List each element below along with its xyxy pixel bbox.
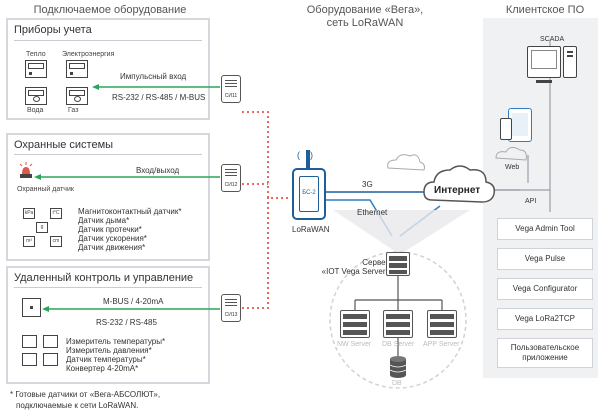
server-cluster-circle [329,251,467,389]
sensor-smoke: Датчик дыма* [78,216,130,225]
temperature-sensor-icon [22,353,37,366]
left-column-title: Подключаемое оборудование [33,4,187,16]
remote-sensor-temperature-meter: Измеритель температуры* [66,337,166,346]
io-label: Вход/выход [136,166,180,175]
sensor-leak: Датчик протечки* [78,225,142,234]
green-arrowhead-remote [42,306,49,312]
red-link-si13 [242,198,269,309]
meter-label-heat: Тепло [26,51,46,58]
impulse-input-label: Импульсный вход [120,72,187,81]
scada-tower-icon [563,46,577,78]
panel-security-divider [14,154,202,155]
chip-cm: cm [50,236,62,247]
gas-meter-icon [66,87,88,105]
heat-meter-icon [25,60,47,78]
device-si13: СИ13 [221,294,241,322]
alarm-sensor-label: Охранный датчик [17,186,74,193]
converter-icon [43,353,58,366]
panel-remote-title: Удаленный контроль и управление [14,272,194,284]
remote-sensor-pressure-meter: Измеритель давления* [66,346,152,355]
gateway-label: LoRaWAN [292,225,330,234]
meter-label-gas: Газ [68,107,79,114]
gateway-bs2: БС-2 [292,168,326,220]
server-label-line1: Сервер [362,258,390,267]
temperature-meter-icon [22,335,37,348]
app-vega-lora2tcp: Vega LoRa2TCP [497,308,593,330]
middle-title-line1: Оборудование «Вега», [306,4,424,16]
green-arrowhead-security [34,174,41,180]
app-custom: Пользовательское приложение [497,338,593,368]
app-vega-pulse: Vega Pulse [497,248,593,270]
web-label: Web [505,164,520,171]
signal-waves-icon: ( ) [297,150,313,160]
database-label: DB [392,380,402,387]
remote-bus-label2: RS-232 / RS-485 [96,318,157,327]
panel-metering [6,18,210,120]
device-si12: СИ12 [221,164,241,192]
panel-metering-title: Приборы учета [14,24,92,36]
electricity-meter-icon [66,60,88,78]
database-icon [389,356,407,378]
chip-m3: m³ [23,236,35,247]
red-link-si11 [242,111,290,199]
chip-temperature: t°C [50,208,62,219]
link-3g-label: 3G [362,180,373,189]
app-vega-configurator: Vega Configurator [497,278,593,300]
deco-cloud-left [387,154,425,171]
meter-label-electricity: Электроэнергия [62,51,115,58]
remote-sensor-temperature: Датчик температуры* [66,355,146,364]
db-server-label: DB Server [382,341,415,348]
chip-kpa: kPa [23,208,35,219]
app-vega-admin-tool: Vega Admin Tool [497,218,593,240]
nw-server-box [340,310,370,338]
panel-remote-divider [14,287,202,288]
link-ethernet-label: Ethernet [357,208,388,217]
footnote-line2: подключаемые к сети LoRaWAN. [16,401,139,410]
scada-monitor-icon [527,46,561,78]
gateway-antenna [306,150,310,168]
metering-bus-label: RS-232 / RS-485 / M-BUS [112,93,206,102]
meter-label-water: Вода [27,107,44,114]
device-si11-label: СИ11 [224,93,238,99]
sensor-motion: Датчик движения* [78,243,146,252]
panel-security-title: Охранные системы [14,139,114,151]
alarm-sensor-icon [19,162,33,180]
sensor-magnetic: Магнитоконтактный датчик* [78,207,182,216]
pressure-meter-icon [43,335,58,348]
phone-icon [500,118,512,140]
api-label: API [525,198,537,205]
internet-label: Интернет [434,185,481,196]
green-arrowhead-metering [92,84,99,90]
server-rack [386,252,410,276]
sensor-acceleration: Датчик ускорения* [78,234,147,243]
nw-server-label: NW Server [337,341,372,348]
device-si11: СИ11 [221,75,241,103]
remote-sensor-converter: Конвертер 4-20mA* [66,364,139,373]
server-label-line2: «IOT Vega Server» [321,267,390,276]
remote-bus-label1: M-BUS / 4-20mA [103,297,164,306]
funnel-shading [333,210,470,252]
internet-cloud [423,165,496,203]
device-si12-label: СИ12 [224,182,238,188]
device-si13-label: СИ13 [224,312,238,318]
app-server-box [427,310,457,338]
gateway-name: БС-2 [302,190,316,196]
panel-metering-divider [14,40,202,41]
chip-g: g [36,222,48,233]
scada-label: SCADA [540,36,565,43]
water-meter-icon [25,87,47,105]
middle-column-title: Оборудование «Вега», сеть LoRaWAN [290,4,440,30]
db-server-box [383,310,413,338]
right-column-title: Клиентское ПО [505,4,585,16]
footnote-line1: * Готовые датчики от «Вега-АБСОЛЮТ», [10,390,161,399]
control-module-icon [22,298,41,317]
middle-title-line2: сеть LoRaWAN [326,17,404,29]
app-server-label: APP Server [423,341,460,348]
panel-remote [6,266,210,384]
scada-stand [536,80,552,83]
deco-cloud-right [495,146,527,161]
